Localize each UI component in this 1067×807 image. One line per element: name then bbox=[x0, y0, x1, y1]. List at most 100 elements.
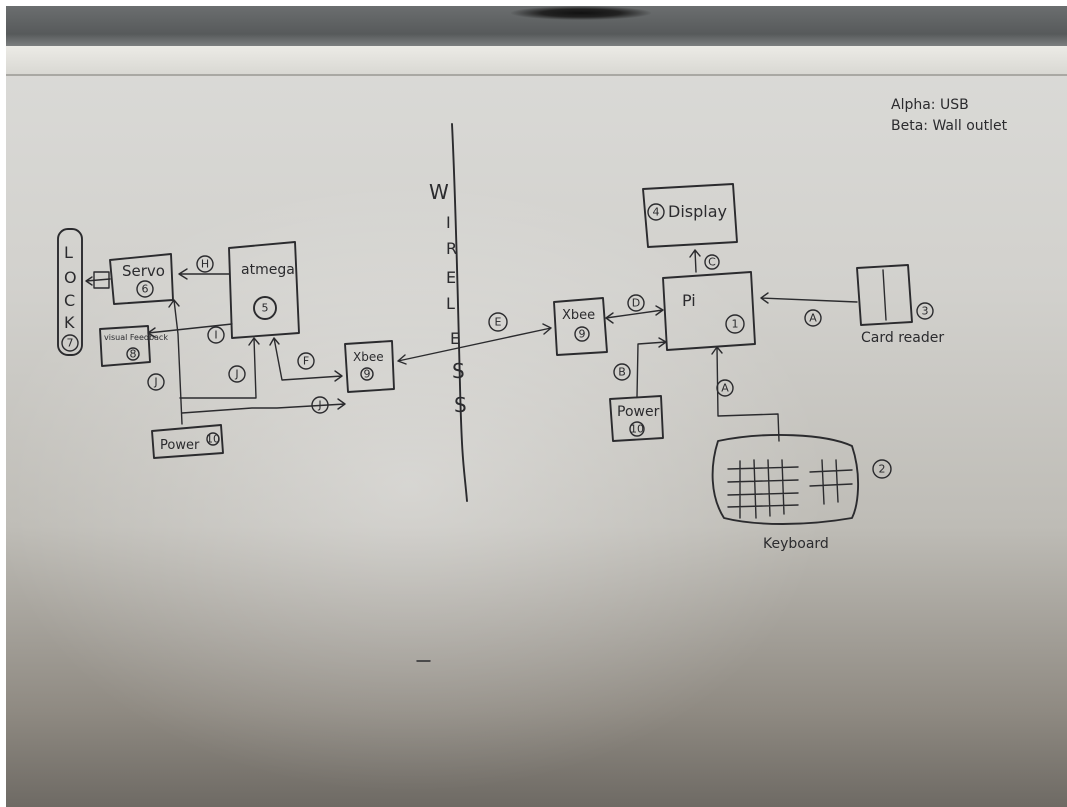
diagram-canvas: Alpha: USB Beta: Wall outlet W I R E L E… bbox=[57, 97, 1008, 662]
power-to-atmega-wire bbox=[179, 337, 260, 399]
wireless-letter-7: S bbox=[452, 359, 465, 383]
visual-feedback-number-circle bbox=[126, 347, 140, 361]
atmega-to-feedback-wire bbox=[147, 323, 233, 338]
h-marker: H bbox=[201, 258, 209, 271]
b-marker-circle bbox=[613, 363, 631, 381]
lock-letter-1: L bbox=[64, 243, 73, 262]
f-marker: F bbox=[303, 355, 309, 368]
wireless-label: W I R E L E S S bbox=[429, 180, 467, 417]
power-right-node: Power 10 bbox=[609, 395, 664, 442]
d-marker-circle bbox=[627, 294, 645, 312]
wireless-letter-6: E bbox=[450, 329, 460, 348]
e-marker: E bbox=[495, 316, 502, 329]
power-right-number-circle bbox=[629, 421, 645, 437]
left-wiring: H I J J J F bbox=[147, 255, 346, 425]
d-marker: D bbox=[632, 297, 640, 310]
pi-number: 1 bbox=[732, 318, 739, 331]
h-marker-circle bbox=[196, 255, 214, 273]
ceiling-shadow bbox=[511, 6, 651, 20]
a-card-marker: A bbox=[809, 312, 817, 325]
servo-arrow-box bbox=[93, 271, 110, 289]
lock-letter-3: C bbox=[64, 291, 75, 310]
servo-number: 6 bbox=[142, 283, 149, 296]
keyboard-node: 2 Keyboard bbox=[711, 434, 892, 552]
card-reader-label: Card reader bbox=[861, 330, 944, 346]
pi-box bbox=[662, 271, 756, 351]
card-reader-node: 3 Card reader bbox=[856, 264, 944, 346]
xbee-left-label: Xbee bbox=[353, 350, 384, 364]
lock-number-circle bbox=[61, 334, 79, 352]
a-keyboard-marker: A bbox=[721, 382, 729, 395]
xbee-to-xbee-arrow bbox=[397, 323, 552, 365]
card-reader-slot bbox=[882, 269, 887, 321]
card-reader-number: 3 bbox=[922, 305, 929, 318]
visual-feedback-number: 8 bbox=[130, 348, 137, 361]
visual-feedback-node: visual Feedback 8 bbox=[99, 325, 168, 367]
xbee-right-number-circle bbox=[574, 326, 590, 342]
display-number: 4 bbox=[653, 206, 660, 219]
xbee-right-number: 9 bbox=[579, 328, 586, 341]
atmega-label: atmega bbox=[241, 262, 295, 278]
power-left-box bbox=[151, 424, 224, 459]
wireless-letter-2: I bbox=[446, 213, 451, 232]
c-marker: C bbox=[708, 256, 716, 269]
power-left-node: Power 10 bbox=[151, 424, 224, 459]
cardreader-pi-wire bbox=[760, 292, 858, 304]
pi-label: Pi bbox=[682, 291, 696, 310]
xbee-left-number-circle bbox=[360, 367, 374, 381]
servo-node: Servo 6 bbox=[85, 253, 174, 305]
j-mid-marker-circle bbox=[228, 365, 246, 383]
lock-node: L O C K 7 bbox=[57, 228, 83, 356]
servo-number-circle bbox=[136, 280, 154, 298]
j-bottom-marker-circle bbox=[311, 396, 329, 414]
pi-number-circle bbox=[725, 314, 745, 334]
j-left-marker: J bbox=[153, 376, 157, 389]
wireless-letter-3: R bbox=[446, 239, 457, 258]
keyboard-keys-right bbox=[809, 459, 853, 505]
servo-to-lock-arrow bbox=[85, 276, 111, 286]
servo-label: Servo bbox=[122, 262, 165, 280]
atmega-node: atmega 5 bbox=[228, 241, 300, 339]
display-box bbox=[642, 183, 738, 248]
wireless-letter-5: L bbox=[446, 294, 455, 313]
servo-box bbox=[109, 253, 174, 305]
board-top-rail bbox=[6, 46, 1067, 76]
wireless-letter-1: W bbox=[429, 180, 449, 204]
card-reader-box bbox=[856, 264, 913, 326]
card-reader-number-circle bbox=[916, 302, 934, 320]
c-marker-circle bbox=[704, 254, 720, 270]
power-right-label: Power bbox=[617, 404, 660, 420]
atmega-number: 5 bbox=[262, 302, 269, 315]
wireless-letter-8: S bbox=[454, 393, 467, 417]
keyboard-outline bbox=[711, 434, 860, 525]
b-marker: B bbox=[618, 366, 626, 379]
xbee-left-number: 9 bbox=[364, 368, 371, 381]
wireless-letter-4: E bbox=[446, 268, 456, 287]
visual-feedback-label: visual Feedback bbox=[104, 333, 168, 342]
power-pi-wire bbox=[636, 337, 667, 398]
whiteboard-photo: Alpha: USB Beta: Wall outlet W I R E L E… bbox=[6, 6, 1067, 807]
wireless-divider-line bbox=[451, 123, 468, 502]
keyboard-number-circle bbox=[872, 459, 892, 479]
keyboard-pi-wire bbox=[711, 346, 780, 442]
power-left-number: 10 bbox=[206, 433, 220, 446]
pi-node: Pi 1 bbox=[662, 271, 756, 351]
keyboard-keys-left bbox=[727, 459, 799, 519]
atmega-xbee-wire bbox=[269, 337, 343, 382]
atmega-number-circle bbox=[253, 296, 277, 320]
i-marker-circle bbox=[207, 326, 225, 344]
xbee-pi-wire bbox=[605, 305, 664, 324]
power-left-label: Power bbox=[160, 438, 200, 453]
j-bottom-marker: J bbox=[317, 399, 321, 412]
xbee-right-label: Xbee bbox=[562, 308, 595, 323]
atmega-box bbox=[228, 241, 300, 339]
lock-number: 7 bbox=[67, 337, 74, 350]
display-number-circle bbox=[647, 203, 665, 221]
power-right-box bbox=[609, 395, 664, 442]
power-to-xbee-wire bbox=[181, 398, 346, 414]
power-right-number: 10 bbox=[630, 423, 644, 436]
f-marker-circle bbox=[297, 352, 315, 370]
a-card-marker-circle bbox=[804, 309, 822, 327]
xbee-left-node: Xbee 9 bbox=[344, 340, 395, 393]
xbee-right-node: Xbee 9 bbox=[553, 297, 608, 356]
